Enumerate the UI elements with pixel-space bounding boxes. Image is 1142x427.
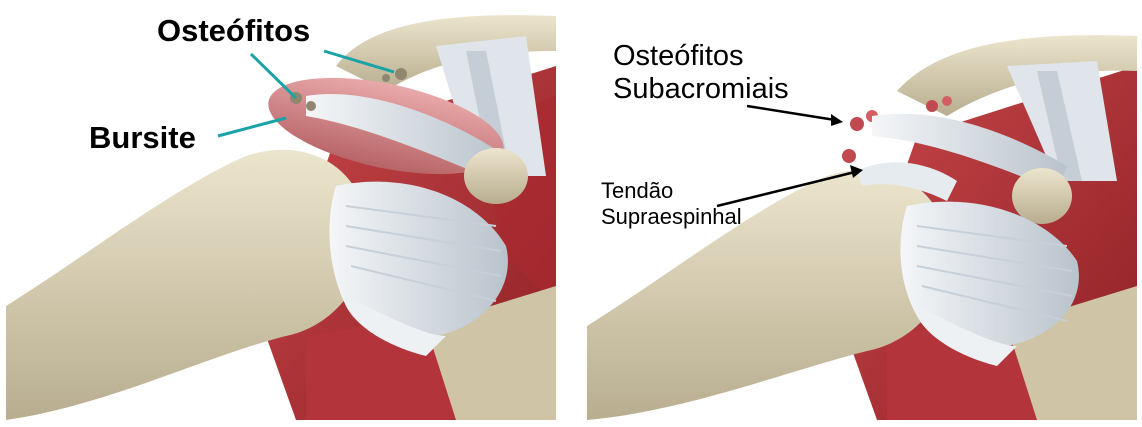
label-osteofitos-subacromiais: Osteófitos Subacromiais [613,40,789,107]
label-osteofitos-line2: Subacromiais [613,73,789,106]
right-illustration-panel: Osteófitos Subacromiais Tendão Supraespi… [587,6,1137,420]
shoulder-bursitis-illustration [6,6,556,420]
label-osteofitos: Osteófitos [157,15,310,46]
left-illustration-panel: Osteófitos Bursite [6,6,556,420]
label-tendao-supraespinhal: Tendão Supraespinhal [601,178,742,231]
label-osteofitos-line1: Osteófitos [613,40,789,73]
pointer-line-osteofitos-2 [251,54,296,98]
label-tendao-line1: Tendão [601,178,742,204]
arrow-osteofitos [747,106,835,120]
label-tendao-line2: Supraespinhal [601,204,742,230]
arrow-head-osteofitos-icon [831,114,843,126]
pointer-line-bursite [218,118,286,136]
label-bursite: Bursite [89,122,196,153]
